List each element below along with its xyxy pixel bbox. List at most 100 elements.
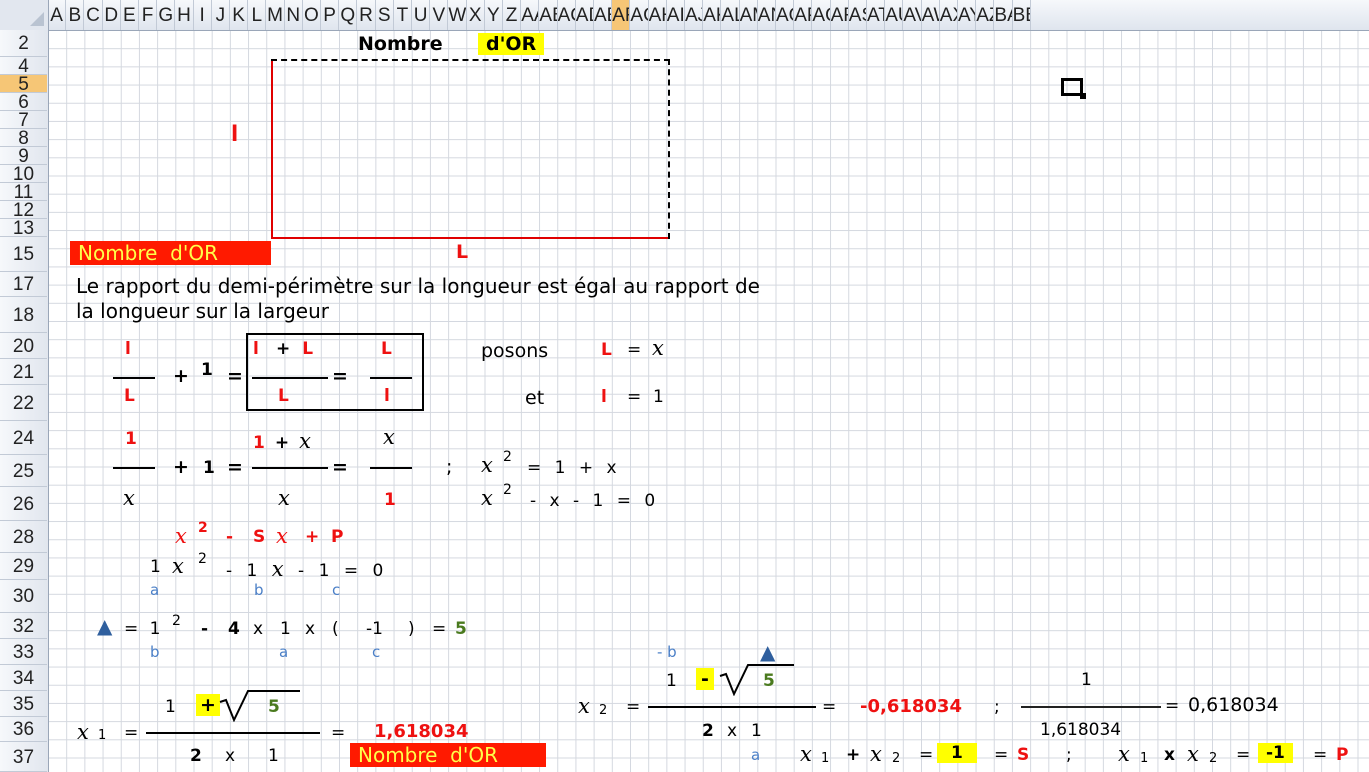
column-header-af[interactable]: AF [612, 0, 631, 30]
column-header-au[interactable]: AU [885, 0, 904, 30]
column-header-av[interactable]: AV [903, 0, 922, 30]
row-header-30[interactable]: 30 [0, 580, 47, 613]
column-header-ab[interactable]: AB [539, 0, 558, 30]
column-header-v[interactable]: V [430, 0, 449, 30]
eq2-x-den: x [123, 486, 135, 510]
quad-exp-line: 2 [198, 551, 207, 567]
column-header-ak[interactable]: AK [703, 0, 722, 30]
column-header-j[interactable]: J [212, 0, 230, 30]
row-header-5[interactable]: 5 [0, 75, 47, 93]
x1-sub: 1 [98, 728, 107, 743]
eq2-mid-one: 1 [253, 433, 265, 453]
eq1-rhs-bar [370, 377, 412, 379]
column-header-aw[interactable]: AW [922, 0, 940, 30]
row-header-35[interactable]: 35 [0, 691, 47, 717]
column-header-as[interactable]: AS [849, 0, 867, 30]
column-header-e[interactable]: E [121, 0, 139, 30]
column-header-f[interactable]: F [139, 0, 158, 30]
row-header-9[interactable]: 9 [0, 147, 47, 165]
row-header-18[interactable]: 18 [0, 297, 47, 333]
row-header-28[interactable]: 28 [0, 521, 47, 553]
row-header-20[interactable]: 20 [0, 333, 47, 359]
row-header-37[interactable]: 37 [0, 742, 47, 772]
row-header-33[interactable]: 33 [0, 639, 47, 665]
column-header-al[interactable]: AL [721, 0, 740, 30]
row-header-34[interactable]: 34 [0, 665, 47, 691]
column-header-q[interactable]: Q [339, 0, 358, 30]
quad-x: x [175, 524, 187, 548]
column-header-ap[interactable]: AP [794, 0, 813, 30]
column-header-b[interactable]: B [66, 0, 85, 30]
column-header-at[interactable]: AT [867, 0, 886, 30]
row-header-26[interactable]: 26 [0, 487, 47, 521]
column-header-g[interactable]: G [157, 0, 176, 30]
column-header-z[interactable]: Z [503, 0, 522, 30]
column-header-ai[interactable]: AI [667, 0, 685, 30]
row-header-13[interactable]: 13 [0, 219, 47, 237]
row-header-29[interactable]: 29 [0, 553, 47, 580]
column-header-ar[interactable]: AR [831, 0, 849, 30]
eq1-plus: + [173, 365, 189, 387]
eq1-box-l: l [253, 339, 259, 359]
row-header-36[interactable]: 36 [0, 717, 47, 742]
column-header-am[interactable]: AM [740, 0, 758, 30]
row-header-22[interactable]: 22 [0, 385, 47, 421]
column-header-x[interactable]: X [467, 0, 485, 30]
et-l: l [601, 387, 607, 407]
column-header-r[interactable]: R [357, 0, 376, 30]
rect-top-edge [271, 59, 670, 61]
column-header-ad[interactable]: AD [576, 0, 594, 30]
column-header-ax[interactable]: AX [940, 0, 958, 30]
column-header-p[interactable]: P [321, 0, 340, 30]
column-header-ae[interactable]: AE [594, 0, 613, 30]
row-header-8[interactable]: 8 [0, 129, 47, 147]
row-header-32[interactable]: 32 [0, 613, 47, 639]
column-header-aj[interactable]: AJ [685, 0, 704, 30]
row-header-12[interactable]: 12 [0, 201, 47, 219]
column-header-o[interactable]: O [303, 0, 321, 30]
fill-handle[interactable] [1080, 93, 1086, 99]
column-header-n[interactable]: N [285, 0, 303, 30]
row-header-24[interactable]: 24 [0, 421, 47, 455]
column-header-m[interactable]: M [266, 0, 285, 30]
row-header-2[interactable]: 2 [0, 30, 47, 57]
column-header-u[interactable]: U [412, 0, 431, 30]
row-header-7[interactable]: 7 [0, 111, 47, 129]
column-header-ba[interactable]: BA [994, 0, 1013, 30]
column-header-a[interactable]: A [48, 0, 67, 30]
column-header-ah[interactable]: AH [649, 0, 667, 30]
row-header-15[interactable]: 15 [0, 237, 47, 272]
column-header-i[interactable]: I [194, 0, 212, 30]
active-cell[interactable] [1061, 78, 1083, 96]
column-header-s[interactable]: S [376, 0, 394, 30]
row-header-17[interactable]: 17 [0, 272, 47, 297]
column-header-w[interactable]: W [448, 0, 467, 30]
eq2-one-num: 1 [125, 429, 137, 449]
column-header-aa[interactable]: AA [521, 0, 540, 30]
row-header-21[interactable]: 21 [0, 359, 47, 385]
row-header-10[interactable]: 10 [0, 165, 47, 183]
column-header-ao[interactable]: AO [776, 0, 795, 30]
column-header-h[interactable]: H [175, 0, 194, 30]
select-all-corner[interactable] [0, 0, 49, 30]
column-header-bb[interactable]: BB [1013, 0, 1031, 30]
column-header-ac[interactable]: AC [558, 0, 576, 30]
column-header-az[interactable]: AZ [976, 0, 995, 30]
column-header-c[interactable]: C [84, 0, 103, 30]
row-header-6[interactable]: 6 [0, 93, 47, 111]
x1-value: 1,618034 [374, 721, 469, 742]
column-header-y[interactable]: Y [485, 0, 503, 30]
column-header-k[interactable]: K [230, 0, 249, 30]
row-header-25[interactable]: 25 [0, 455, 47, 487]
column-header-l[interactable]: L [248, 0, 267, 30]
quad-rest-x: x [271, 557, 284, 581]
column-header-d[interactable]: D [103, 0, 121, 30]
column-header-t[interactable]: T [394, 0, 412, 30]
column-header-ay[interactable]: AY [958, 0, 977, 30]
row-header-4[interactable]: 4 [0, 57, 47, 75]
column-header-ag[interactable]: AG [630, 0, 649, 30]
column-header-aq[interactable]: AQ [812, 0, 831, 30]
row-header-11[interactable]: 11 [0, 183, 47, 201]
column-header-an[interactable]: AN [758, 0, 776, 30]
